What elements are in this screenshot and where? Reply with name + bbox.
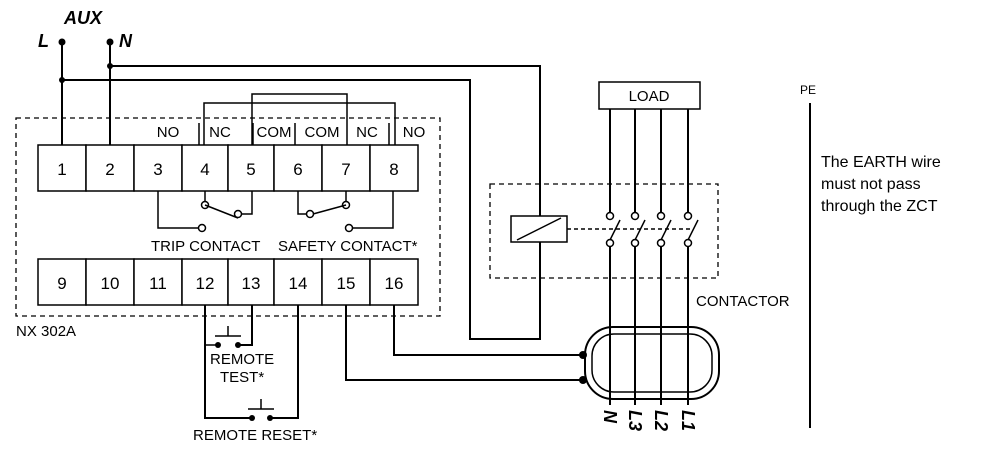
terminal-number: 8	[389, 160, 398, 179]
remote-test-button-symbol	[204, 305, 253, 419]
contact-label: COM	[257, 124, 292, 141]
trip-contact-symbol	[157, 191, 253, 233]
relay-model-label: NX 302A	[16, 323, 76, 340]
contactor-coil	[510, 215, 690, 243]
safety-contact-symbol	[297, 191, 394, 233]
contactor-contacts	[605, 211, 699, 248]
load-box	[598, 81, 701, 110]
phase-label: L3	[625, 410, 645, 431]
terminal-number: 13	[242, 274, 261, 293]
earth-note-3: through the ZCT	[821, 198, 938, 215]
terminal-number: 10	[101, 274, 120, 293]
trip-contact-label: TRIP CONTACT	[151, 238, 260, 255]
remote-reset-button-symbol	[248, 305, 299, 421]
terminal-number: 3	[153, 160, 162, 179]
l-label: L	[38, 31, 49, 51]
pe-label: PE	[800, 83, 816, 97]
com-jumpers	[203, 93, 396, 145]
terminal-number: 15	[337, 274, 356, 293]
zct-wires	[345, 305, 587, 384]
terminal-number: 5	[246, 160, 255, 179]
earth-note-2: must not pass	[821, 176, 921, 193]
contact-label: NO	[403, 124, 426, 141]
terminal-number: 16	[385, 274, 404, 293]
supply-wires	[59, 42, 541, 340]
phase-label: L2	[651, 410, 671, 431]
terminal-number: 7	[341, 160, 350, 179]
contactor-label: CONTACTOR	[696, 293, 790, 310]
top-terminal-block: 1 2 3 4 5 6 7 8	[37, 144, 419, 192]
terminal-number: 12	[196, 274, 215, 293]
load-label: LOAD	[629, 88, 670, 105]
contact-label: NO	[157, 124, 180, 141]
contactor-enclosure	[489, 183, 719, 279]
phase-labels: N L3 L2 L1	[600, 410, 698, 431]
bottom-terminal-block: 9 10 11 12 13 14 15 16	[37, 258, 419, 306]
contact-label: COM	[305, 124, 340, 141]
safety-contact-label: SAFETY CONTACT*	[278, 238, 418, 255]
n-label: N	[119, 31, 133, 51]
zct-core	[584, 326, 720, 400]
remote-test-label-2: TEST*	[220, 369, 264, 386]
relay-enclosure	[15, 117, 441, 317]
terminal-number: 2	[105, 160, 114, 179]
contact-label: NC	[356, 124, 378, 141]
terminal-number: 1	[57, 160, 66, 179]
terminal-number: 4	[200, 160, 209, 179]
terminal-number: 11	[149, 274, 167, 293]
contact-label: NC	[209, 124, 231, 141]
phase-label: L1	[678, 410, 698, 431]
phase-conductors	[609, 109, 689, 405]
earth-note-1: The EARTH wire	[821, 154, 941, 171]
remote-test-label-1: REMOTE	[210, 351, 274, 368]
top-contact-labels: NO NC COM COM NC NO	[157, 123, 426, 145]
terminal-number: 9	[57, 274, 66, 293]
terminal-number: 14	[289, 274, 308, 293]
remote-reset-label: REMOTE RESET*	[193, 427, 317, 444]
aux-label: AUX	[63, 8, 103, 28]
terminal-number: 6	[293, 160, 302, 179]
phase-label: N	[600, 410, 620, 424]
